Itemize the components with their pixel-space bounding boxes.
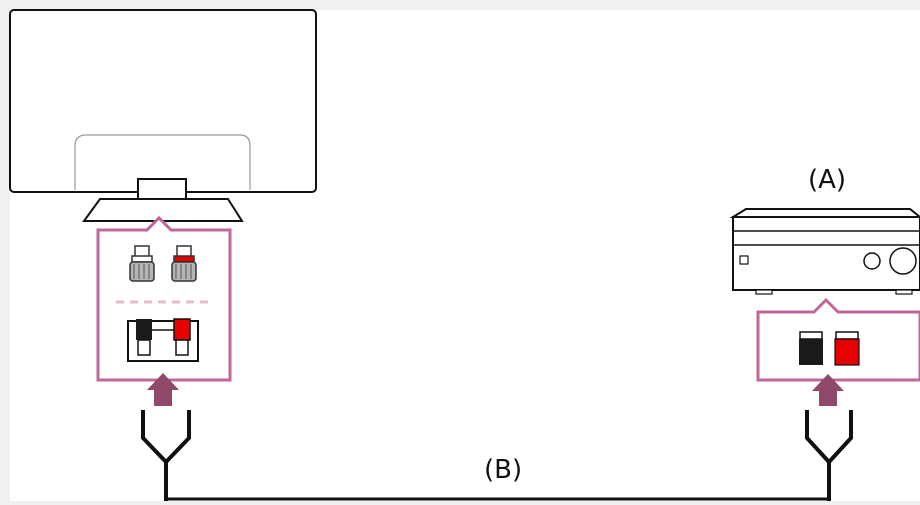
tv-icon [9,9,317,222]
cable-label: (B) [484,455,523,485]
tv-speaker-terminal-callout [96,215,232,406]
arrow-up-icon [147,373,179,406]
arrow-up-icon-amp [812,374,844,406]
amplifier-label: (A) [808,165,847,195]
amplifier-speaker-terminal-callout [756,297,920,406]
speaker-cable [141,410,853,501]
speaker-terminal-block-icon [127,318,199,362]
speaker-plug-black-icon [129,245,155,282]
speaker-plug-red-icon [171,245,197,282]
amp-terminal-black-icon [799,331,823,365]
amp-terminal-red-icon [834,331,860,366]
amplifier-icon [729,208,920,295]
